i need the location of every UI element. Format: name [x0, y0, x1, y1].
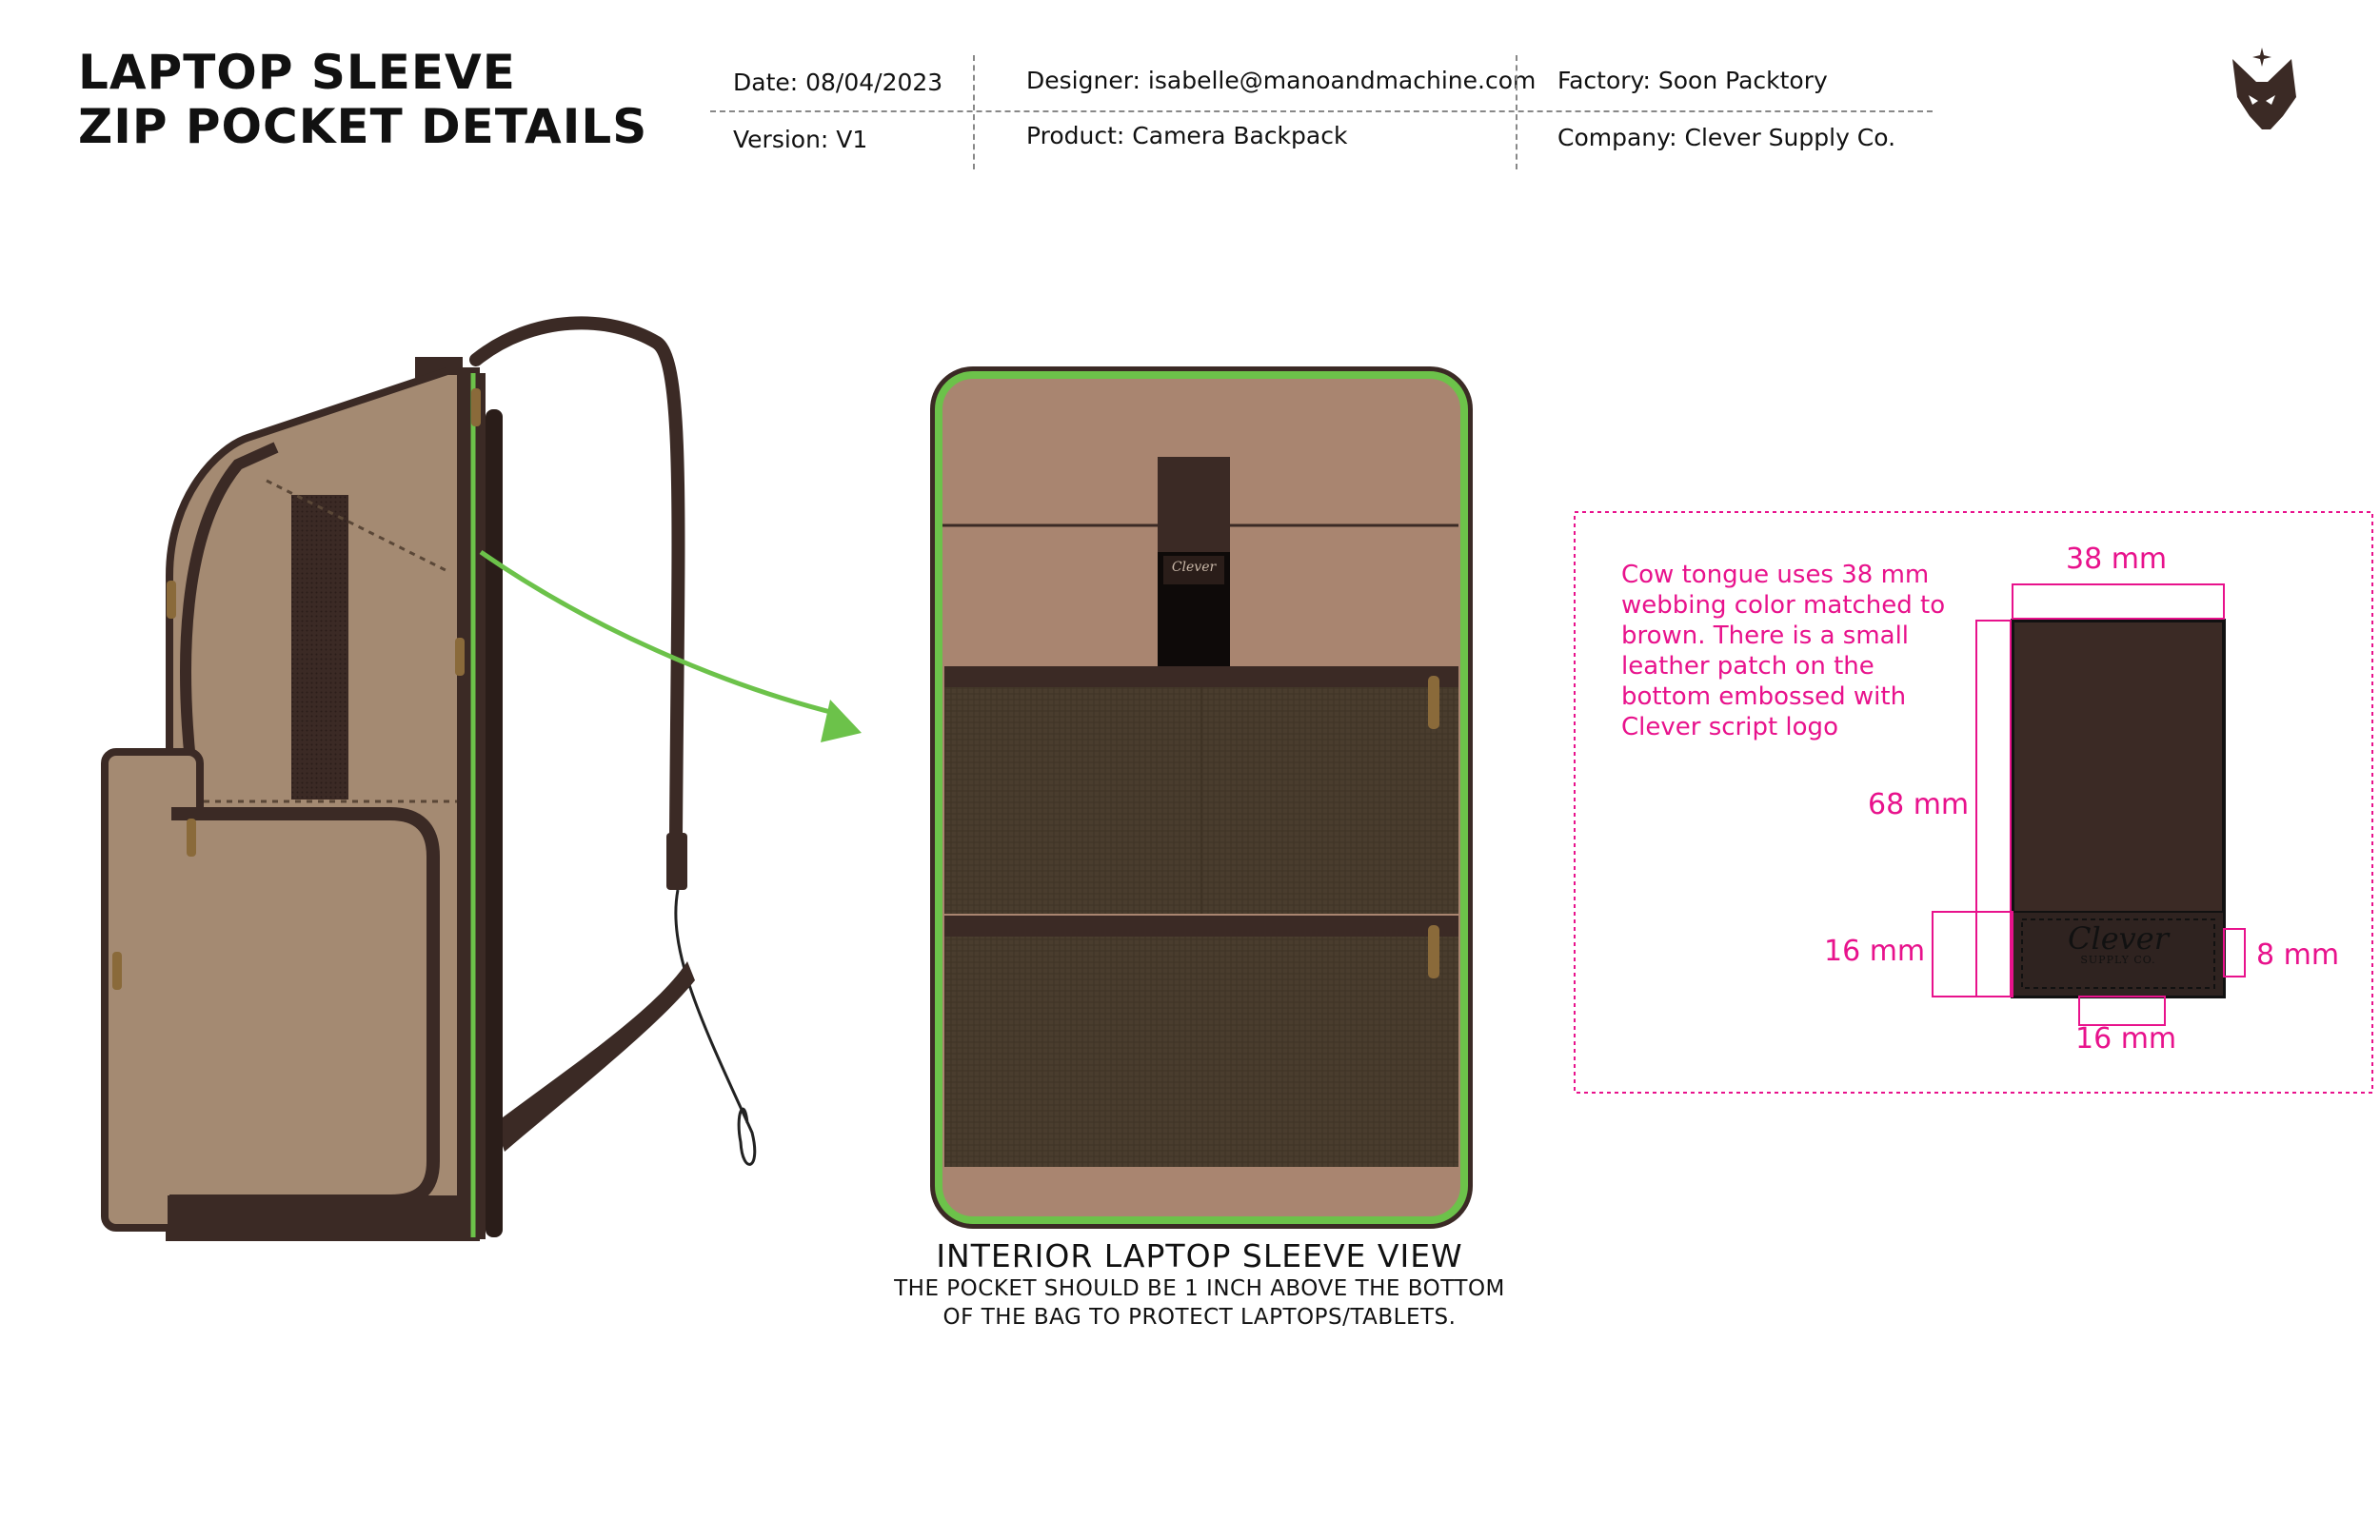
interior-caption: INTERIOR LAPTOP SLEEVE VIEW THE POCKET S…: [885, 1237, 1514, 1332]
dimension-height: 68 mm: [1868, 788, 1970, 821]
factory-field: Factory: Soon Packtory: [1557, 67, 1828, 94]
patch-logo: Clever SUPPLY CO.: [2047, 923, 2190, 966]
dimension-patch-height: 16 mm: [1824, 935, 1926, 968]
designer-field: Designer: isabelle@manoandmachine.com: [1026, 67, 1537, 94]
header-divider-1: [973, 55, 975, 169]
interior-sleeve-view: [930, 366, 1473, 1229]
header-divider-2: [1516, 55, 1517, 169]
patch-logo-subtext: SUPPLY CO.: [2080, 954, 2156, 966]
sleeve-tab-logo: Clever: [1171, 560, 1217, 575]
fox-logo-icon: [2232, 48, 2296, 129]
backpack-side-view: [101, 316, 862, 1241]
title-line-1: LAPTOP SLEEVE: [78, 45, 516, 100]
page-title: LAPTOP SLEEVE ZIP POCKET DETAILS: [78, 46, 647, 154]
cow-tongue-detail: [1574, 511, 2373, 1094]
dimension-top-width: 38 mm: [2066, 543, 2168, 576]
date-field: Date: 08/04/2023: [733, 69, 943, 96]
interior-caption-title: INTERIOR LAPTOP SLEEVE VIEW: [936, 1237, 1463, 1274]
header-divider-horizontal: [710, 110, 1933, 112]
company-field: Company: Clever Supply Co.: [1557, 124, 1896, 151]
product-field: Product: Camera Backpack: [1026, 122, 1348, 149]
version-field: Version: V1: [733, 126, 868, 153]
interior-caption-body: THE POCKET SHOULD BE 1 INCH ABOVE THE BO…: [894, 1276, 1505, 1330]
detail-note: Cow tongue uses 38 mm webbing color matc…: [1621, 561, 1946, 741]
title-line-2: ZIP POCKET DETAILS: [78, 99, 648, 154]
patch-logo-text: Clever: [2068, 920, 2169, 957]
dimension-patch-width: 16 mm: [2075, 1022, 2177, 1056]
dimension-patch-margin: 8 mm: [2256, 938, 2340, 972]
